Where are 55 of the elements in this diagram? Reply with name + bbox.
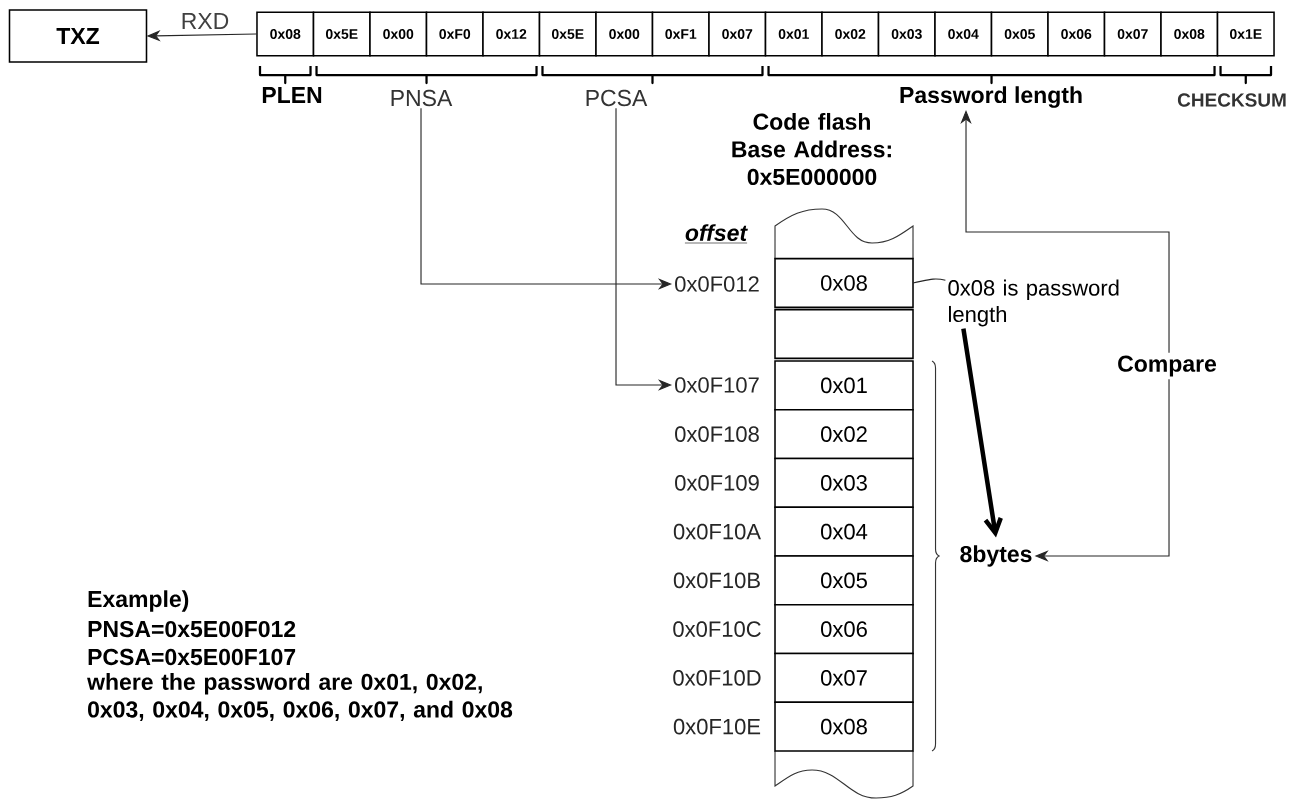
address-label: 0x0F109 bbox=[675, 475, 759, 491]
memory-cell: 0x01 bbox=[774, 360, 914, 411]
example-text: where the password are 0x01, 0x02, 0x03, 0x04, 0x05, 0x06, 0x07, and 0x08 bbox=[87, 673, 513, 721]
edge-label: RXD bbox=[182, 13, 229, 29]
packet-cell: 0x12 bbox=[482, 11, 541, 57]
memory-cell: 0x08 bbox=[774, 257, 914, 309]
packet-cell: 0x04 bbox=[934, 11, 993, 57]
packet-cell: 0x5E bbox=[312, 11, 371, 57]
packet-cell: 0x08 bbox=[256, 11, 315, 57]
memory-cell: 0x02 bbox=[774, 408, 914, 460]
field-label: CHECKSUM bbox=[1177, 93, 1286, 107]
example-text: PNSA=0x5E00F012 bbox=[88, 620, 296, 638]
memory-cell: 0x03 bbox=[774, 457, 914, 509]
module-box: TXZ bbox=[8, 9, 148, 63]
field-label: Password length bbox=[900, 86, 1082, 108]
packet-cell: 0x03 bbox=[877, 11, 936, 57]
address-label: 0x0F107 bbox=[675, 377, 759, 393]
field-label: PNSA bbox=[391, 89, 453, 107]
address-label: 0x0F10C bbox=[673, 621, 761, 637]
heading-text: Code flash Base Address: 0x5E000000 bbox=[732, 112, 891, 186]
address-label: 0x0F108 bbox=[675, 426, 759, 442]
example-text: Example) bbox=[88, 590, 189, 612]
leader-line bbox=[912, 278, 946, 284]
packet-cell: 0xF0 bbox=[425, 11, 484, 57]
address-label: 0x0F10D bbox=[673, 670, 761, 686]
memory-cell: 0x07 bbox=[774, 652, 914, 704]
packet-cell: 0x07 bbox=[708, 11, 767, 57]
memory-cell bbox=[774, 308, 914, 360]
field-label: PCSA bbox=[586, 89, 648, 107]
memory-cell: 0x08 bbox=[774, 701, 914, 752]
packet-cell: 0x01 bbox=[764, 11, 823, 57]
packet-cell: 0x00 bbox=[595, 11, 654, 57]
memory-cell: 0x05 bbox=[774, 555, 914, 606]
packet-cell: 0x00 bbox=[369, 11, 428, 57]
memory-cell: 0x06 bbox=[774, 603, 914, 655]
address-label: 0x0F012 bbox=[675, 276, 759, 292]
packet-cell: 0x5E bbox=[538, 11, 597, 57]
note-text: 0x08 is password length bbox=[948, 279, 1119, 327]
packet-cell: 0x08 bbox=[1160, 11, 1219, 57]
packet-cell: 0x05 bbox=[990, 11, 1049, 57]
field-label: PLEN bbox=[262, 87, 322, 103]
address-label: 0x0F10B bbox=[673, 572, 760, 589]
packet-cell: 0x06 bbox=[1047, 11, 1106, 57]
edge-label: Compare bbox=[1114, 352, 1220, 380]
column-heading: offset bbox=[684, 224, 748, 244]
address-label: 0x0F10E bbox=[673, 718, 761, 735]
example-text: PCSA=0x5E00F107 bbox=[88, 648, 296, 666]
packet-cell: 0x07 bbox=[1103, 11, 1162, 57]
packet-cell: 0x1E bbox=[1216, 11, 1275, 57]
address-label: 0x0F10A bbox=[673, 523, 761, 540]
packet-cell: 0x02 bbox=[821, 11, 880, 57]
size-label: 8bytes bbox=[960, 545, 1032, 567]
packet-cell: 0xF1 bbox=[651, 11, 710, 57]
memory-cell: 0x04 bbox=[774, 506, 914, 557]
arrow bbox=[961, 328, 1003, 538]
